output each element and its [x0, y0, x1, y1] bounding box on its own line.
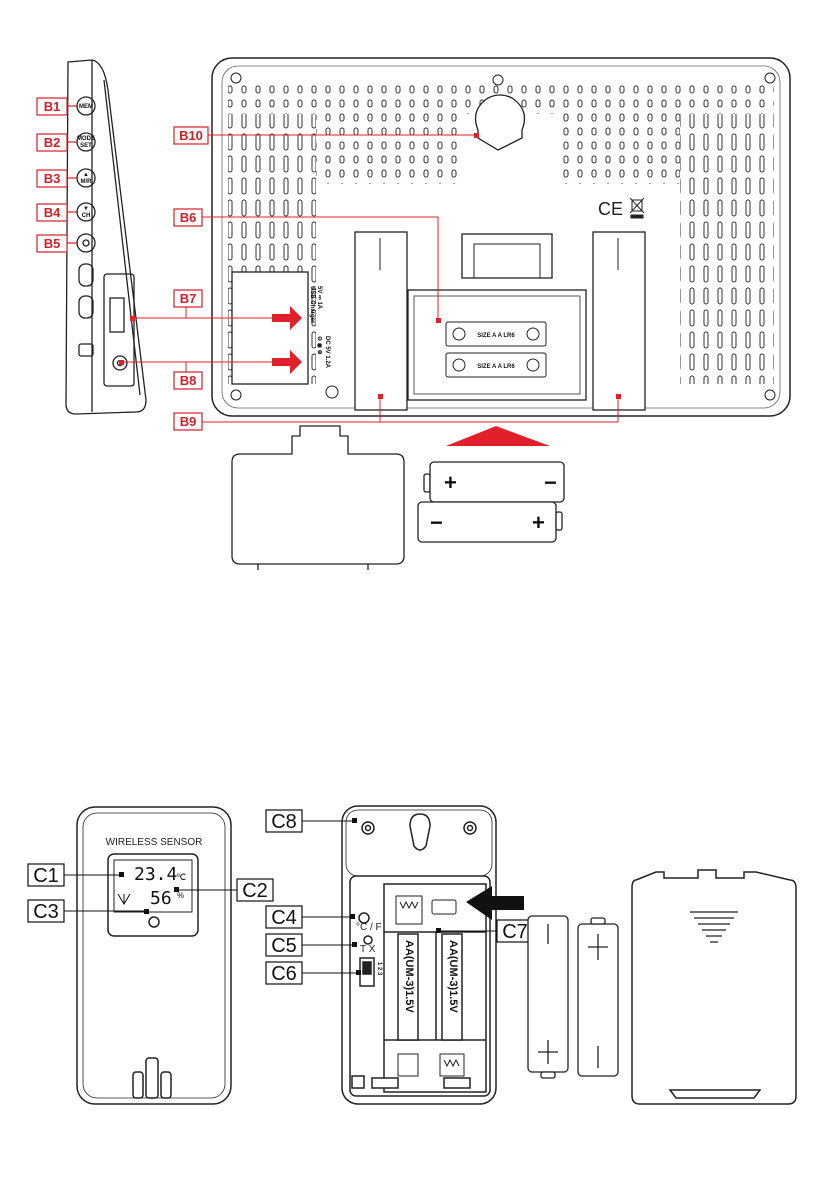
label-c5: C5 [271, 935, 297, 957]
ch-label: CH [82, 213, 91, 219]
battery-minus: − [430, 510, 443, 535]
cf-button-label: °C / F [356, 922, 382, 933]
set-label: SET [80, 143, 92, 149]
usb-port [110, 298, 124, 332]
port-module [104, 274, 134, 386]
arrow-up-icon [446, 426, 550, 446]
battery-slot-text: SIZE A A LR6 [477, 333, 515, 339]
label-b8: B8 [180, 373, 197, 388]
label-b5: B5 [44, 236, 61, 251]
side-key [79, 296, 93, 318]
battery-plus: + [444, 470, 457, 495]
label-b9: B9 [180, 414, 197, 429]
label-c1: C1 [33, 865, 59, 887]
b-labels-left: B1 B2 B3 B4 B5 [37, 98, 78, 252]
dc-spec-text: DC 5V 1.2A [324, 336, 330, 369]
battery-cover-top [232, 426, 404, 570]
ce-mark-icon: CE [598, 199, 623, 219]
usb-spec-text: 5V ⎓ 1A [316, 286, 322, 310]
mr-label: M/R [81, 179, 93, 185]
sensor-back [342, 806, 496, 1104]
battery-minus: − [544, 470, 557, 495]
channel-switch-label: 1 2 3 [376, 962, 382, 976]
side-key [79, 264, 93, 286]
stand-leg-left [355, 232, 407, 410]
label-c4: C4 [271, 907, 297, 929]
usb-label-text: USB Charger [309, 286, 315, 324]
sensor-title: WIRELESS SENSOR [106, 837, 203, 848]
label-b7: B7 [180, 291, 197, 306]
sensor-battery-cover [632, 870, 796, 1104]
hum-unit: % [177, 891, 184, 900]
label-c8: C8 [271, 811, 297, 833]
battery-plus: + [532, 510, 545, 535]
temp-unit: ℃ [176, 872, 186, 882]
label-c3: C3 [33, 901, 59, 923]
label-b2: B2 [44, 135, 61, 150]
cell-label-right: AA(UM-3)1.5V [447, 940, 459, 1013]
dc-polarity-text: ⊖ ◉ ⊕ [316, 336, 322, 355]
label-b10: B10 [179, 128, 203, 143]
tx-button-label: T X [360, 944, 376, 955]
svg-text:▲: ▲ [83, 172, 89, 178]
b-label-boxes: B10 B6 B7 B8 B9 [174, 127, 208, 430]
sensor-front [77, 807, 231, 1104]
mem-button-label: MEM [79, 104, 93, 110]
label-c2: C2 [242, 880, 268, 902]
label-b6: B6 [180, 210, 197, 225]
label-c6: C6 [271, 963, 297, 985]
sensor-cells [528, 916, 618, 1078]
sensor-temperature: 23.4 [134, 864, 177, 885]
cell-label-left: AA(UM-3)1.5V [403, 940, 415, 1013]
label-c7: C7 [502, 921, 528, 943]
label-b3: B3 [44, 171, 61, 186]
stand-leg-right [593, 232, 645, 410]
sensor-humidity: 56 [150, 888, 172, 909]
battery-slot-text: SIZE A A LR6 [477, 364, 515, 370]
label-b4: B4 [44, 205, 61, 220]
svg-text:▼: ▼ [83, 206, 89, 212]
mode-label: MODE [77, 136, 95, 142]
side-view [66, 60, 146, 414]
label-b1: B1 [44, 99, 61, 114]
